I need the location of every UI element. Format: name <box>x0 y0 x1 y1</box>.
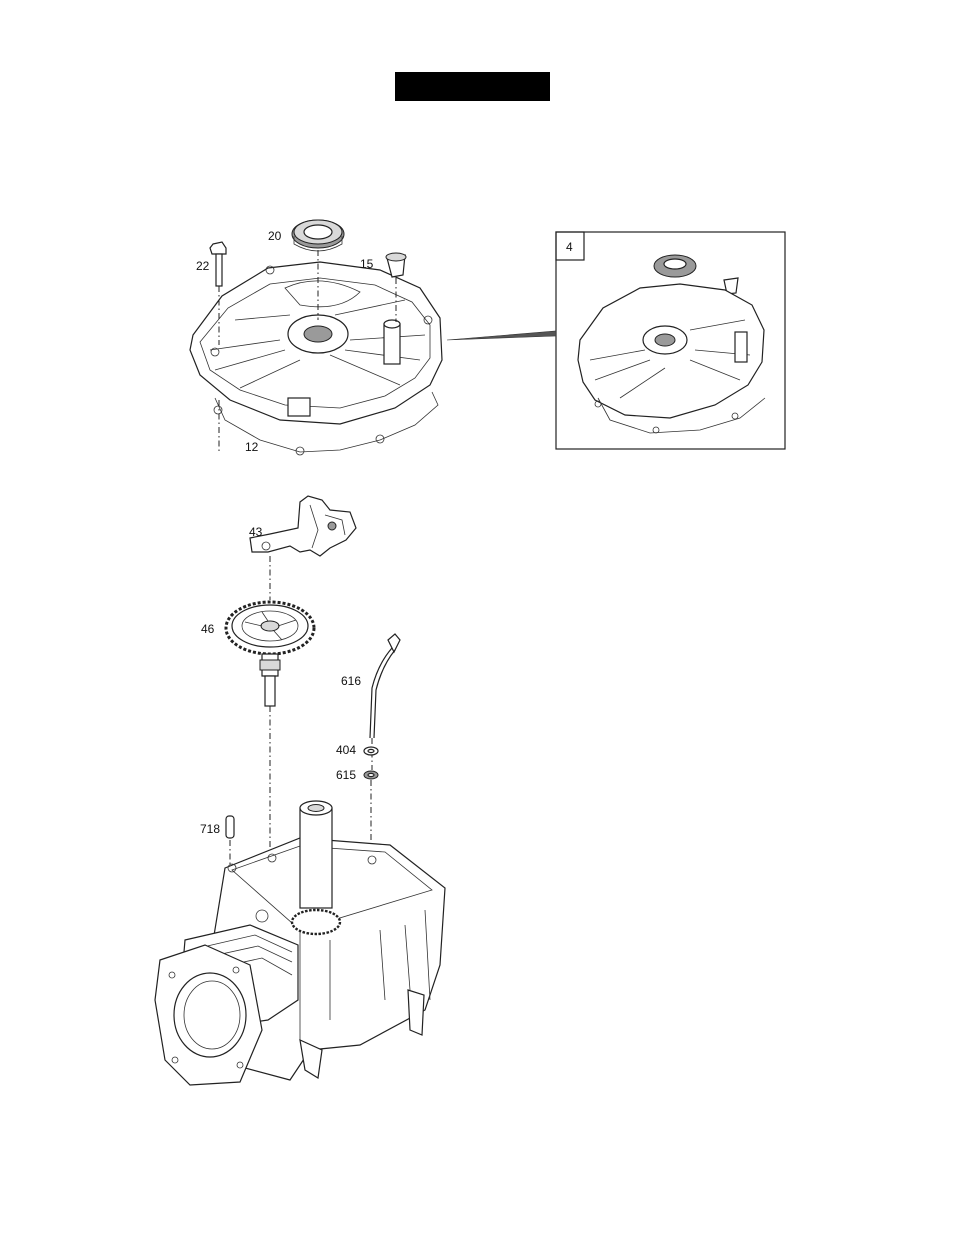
callout-46: 46 <box>201 622 215 636</box>
callout-718: 718 <box>200 822 220 836</box>
engine-block <box>155 801 445 1085</box>
callout-43: 43 <box>249 525 263 539</box>
callout-22: 22 <box>196 259 210 273</box>
callout-616: 616 <box>341 674 361 688</box>
crankcase-cover <box>190 262 442 455</box>
callout-20: 20 <box>268 229 282 243</box>
washer-404 <box>364 747 378 755</box>
callout-615: 615 <box>336 768 356 782</box>
callout-404: 404 <box>336 743 356 757</box>
inset-4 <box>447 232 785 449</box>
dowel-pin-718 <box>226 816 234 868</box>
callout-12: 12 <box>245 440 259 454</box>
callout-4: 4 <box>566 240 573 254</box>
callout-15: 15 <box>360 257 374 271</box>
governor-43 <box>250 496 356 600</box>
